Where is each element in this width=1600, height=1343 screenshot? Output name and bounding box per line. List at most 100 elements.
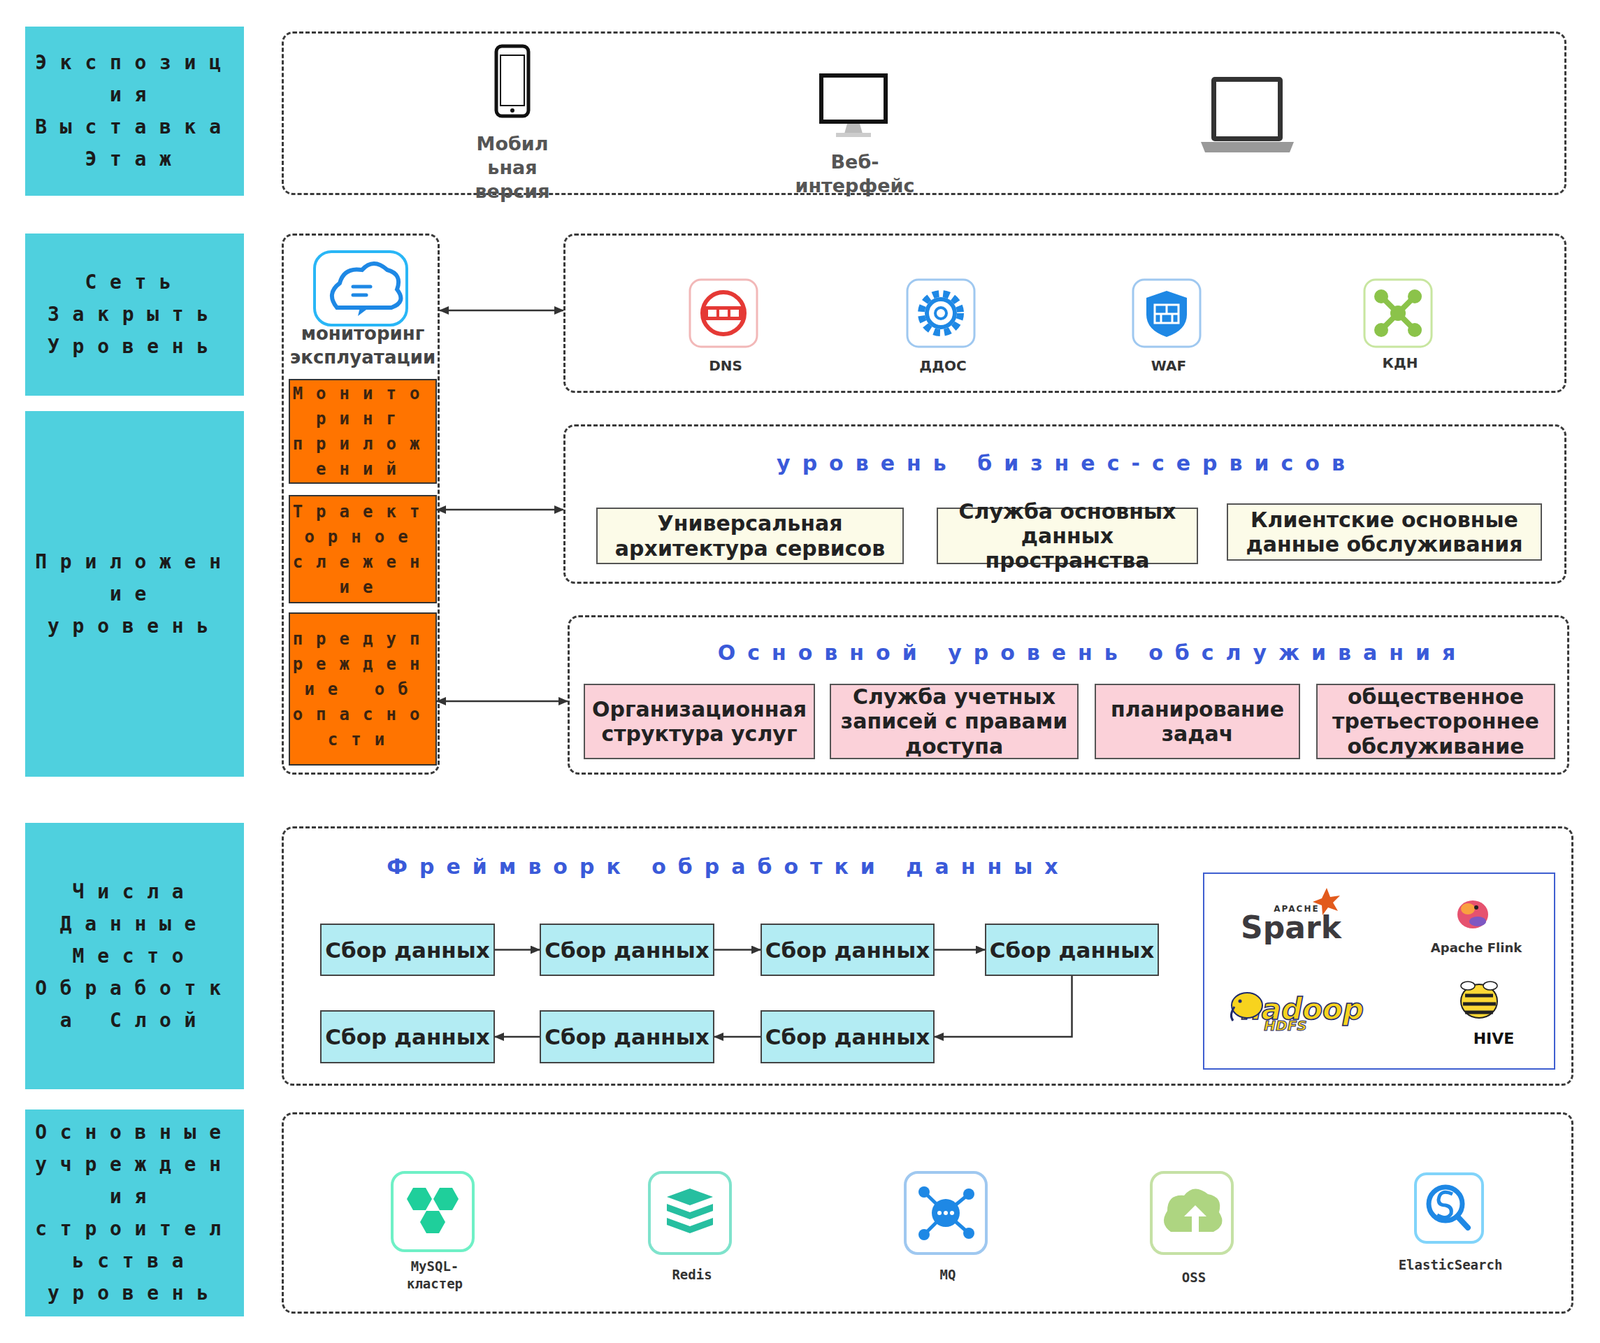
icon-label: КДН — [1358, 354, 1443, 372]
mq-icon — [943, 1210, 948, 1215]
dns-icon — [730, 309, 739, 317]
ddos-icon — [926, 299, 955, 328]
mq-icon — [945, 1212, 969, 1234]
redis-icon — [666, 1188, 713, 1206]
elasticsearch-icon — [1415, 1173, 1483, 1243]
connector-arrow — [494, 948, 540, 951]
mq-icon — [949, 1210, 955, 1215]
hive-logo — [1460, 984, 1498, 1018]
mysql-icon — [392, 1172, 474, 1251]
oss-icon — [1151, 1172, 1233, 1254]
mysql-icon — [433, 1187, 459, 1210]
waf-icon — [1165, 304, 1169, 314]
ddos-icon — [921, 293, 961, 333]
monitor-icon — [835, 132, 871, 138]
box-label: Сбор данных — [765, 937, 931, 963]
mobile-icon — [500, 55, 525, 106]
cdn-icon — [1364, 279, 1432, 347]
flink-logo — [1457, 900, 1489, 929]
mobile-icon — [510, 108, 515, 113]
process-box: Сбор данных — [539, 923, 715, 976]
box-label: Сбор данных — [765, 1024, 931, 1050]
cloud-monitor-icon — [352, 285, 371, 289]
hive-logo — [1460, 981, 1475, 990]
waf-icon — [1133, 279, 1201, 347]
box-label: Организационная структура услуг — [585, 696, 814, 746]
connector-arrow — [714, 948, 761, 951]
cdn-icon — [1407, 322, 1422, 337]
cdn-icon — [1381, 296, 1415, 330]
box-label: Траекторное слежение — [290, 499, 436, 600]
box-label: Сбор данных — [325, 937, 490, 963]
waf-icon — [1154, 304, 1179, 323]
connector-arrow — [436, 700, 568, 703]
service-box: Клиентские основные данные обслуживания — [1226, 503, 1542, 561]
group-container: Фреймворк обработки данныхСбор данныхСбо… — [281, 826, 1574, 1086]
hadoop-logo — [1230, 1006, 1235, 1021]
mobile-icon — [496, 46, 529, 117]
hive-logo — [1462, 995, 1496, 1013]
group-heading: уровень бизнес-сервисов — [612, 450, 1522, 476]
mq-icon — [963, 1188, 975, 1200]
oss-icon — [1163, 1188, 1222, 1232]
mq-icon — [918, 1186, 930, 1198]
box-label: планирование задач — [1096, 696, 1299, 746]
group-heading: Основной уровень обслуживания — [638, 640, 1547, 665]
connector-arrow — [494, 1035, 540, 1039]
cloud-monitor-icon — [314, 251, 407, 326]
group-container: DNSДДОСWAFКДН — [563, 233, 1567, 393]
icon-label: MQ — [912, 1265, 983, 1284]
logo-text: Apache Flink — [1406, 940, 1547, 955]
process-box: Сбор данных — [320, 1010, 495, 1064]
monitor-box: предупреждение об опасности — [288, 612, 437, 766]
cdn-icon — [1390, 305, 1406, 321]
box-label: Сбор данных — [989, 937, 1155, 963]
mq-icon — [931, 1198, 960, 1227]
band-label: Сеть Закрыть Уровень — [25, 266, 244, 363]
elasticsearch-icon — [1428, 1186, 1463, 1221]
group-heading: мониторинг эксплуатации — [285, 322, 440, 370]
box-label: Клиентские основные данные обслуживания — [1228, 507, 1541, 557]
cdn-icon — [1381, 296, 1415, 330]
mq-icon — [945, 1193, 969, 1213]
connector-arrow — [436, 508, 564, 511]
elasticsearch-icon — [1437, 1191, 1453, 1217]
redis-icon — [649, 1172, 731, 1254]
mq-icon — [905, 1172, 987, 1254]
flink-logo — [1460, 903, 1475, 915]
service-box: планирование задач — [1094, 683, 1301, 760]
connector-arrow — [439, 309, 564, 312]
group-container: Мобильная версияВеб-интерфейс — [281, 31, 1567, 196]
layer-band: Основные учреждения строительства уровен… — [25, 1109, 244, 1317]
band-label: Приложение уровень — [25, 545, 244, 643]
dns-icon — [689, 279, 758, 347]
band-label: Числа Данные Место Обработка Слой — [25, 875, 244, 1037]
cdn-icon — [1364, 279, 1432, 347]
mq-icon — [963, 1227, 975, 1239]
oss-icon — [1184, 1205, 1207, 1235]
logo-text: Spark — [1221, 912, 1361, 943]
cdn-icon — [1374, 289, 1389, 304]
mq-icon — [924, 1212, 946, 1235]
box-label: Сбор данных — [544, 1024, 710, 1050]
ddos-icon — [907, 279, 975, 347]
waf-icon — [1146, 290, 1187, 337]
dns-icon — [708, 309, 717, 317]
elasticsearch-icon — [1415, 1173, 1483, 1243]
box-label: Служба учетных записей с правами доступа — [831, 684, 1078, 758]
group-container: мониторинг эксплуатацииМониторинг прилож… — [281, 233, 440, 775]
hive-logo — [1483, 981, 1498, 990]
icon-label: DNS — [683, 357, 768, 374]
layer-band: Приложение уровень — [25, 411, 244, 777]
laptop-icon — [1216, 81, 1278, 137]
band-label: Экспозиция Выставка Этаж — [25, 46, 244, 176]
layer-band: Числа Данные Место Обработка Слой — [25, 822, 244, 1090]
icon-label: ElasticSearch — [1373, 1256, 1528, 1274]
waf-icon — [1133, 279, 1201, 347]
mq-icon — [937, 1210, 942, 1215]
box-label: Сбор данных — [325, 1024, 490, 1050]
monitor-icon — [821, 75, 886, 138]
group-heading: Фреймворк обработки данных — [343, 854, 1113, 879]
dns-icon — [719, 309, 728, 317]
mq-icon — [924, 1191, 946, 1213]
